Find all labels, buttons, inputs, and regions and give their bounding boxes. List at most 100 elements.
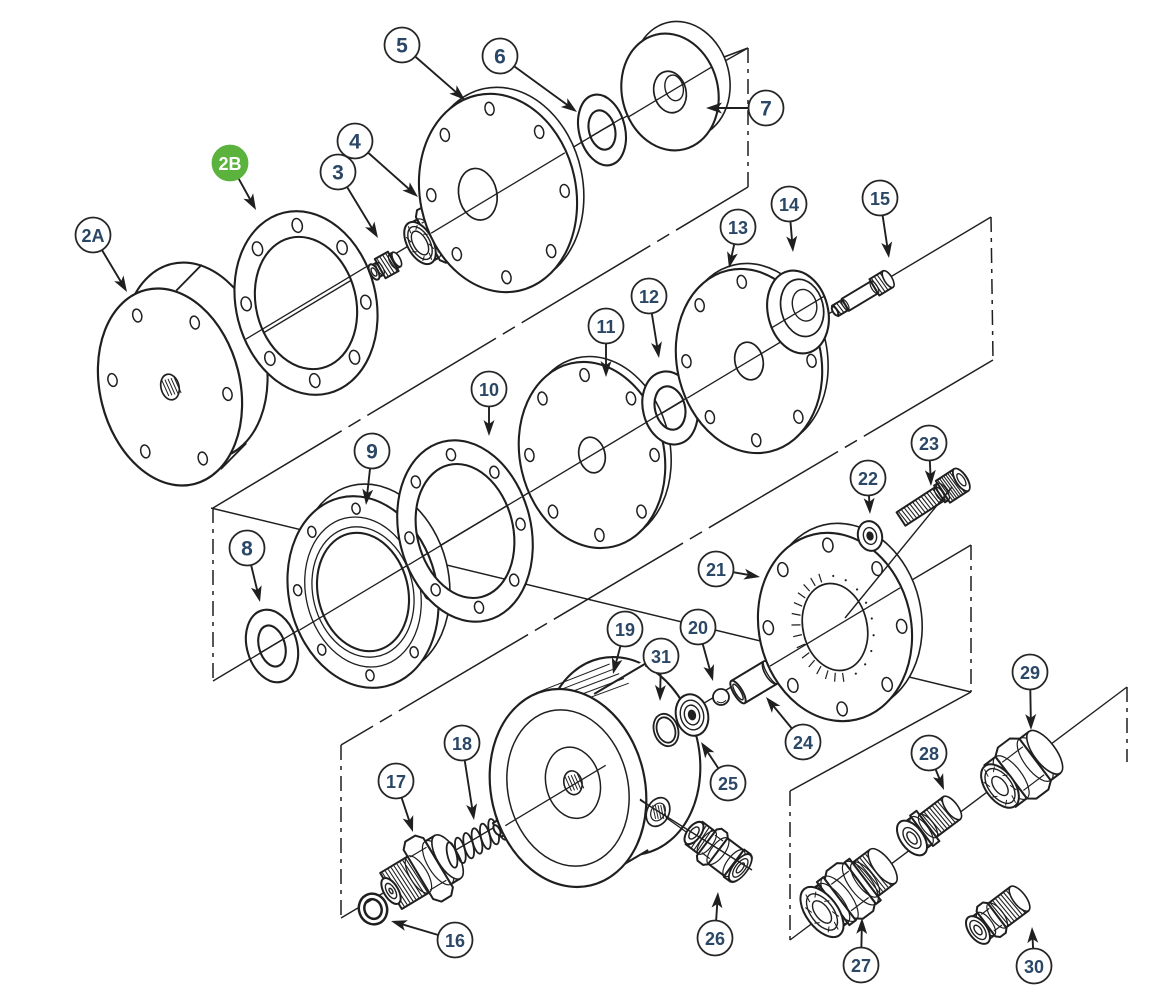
part-27-union-fitting [799, 847, 898, 939]
callout-balloon[interactable] [443, 724, 481, 762]
callout-14[interactable]: 14 [770, 185, 808, 253]
callout-arrowhead [654, 684, 666, 701]
callout-balloon[interactable] [770, 185, 808, 223]
callout-balloon[interactable] [630, 277, 668, 315]
callout-28[interactable]: 28 [910, 734, 948, 791]
callout-arrowhead [766, 697, 781, 713]
callout-15[interactable]: 15 [861, 179, 899, 259]
callout-2A[interactable]: 2A [74, 216, 128, 293]
callout-label: 6 [494, 46, 506, 69]
callout-arrowhead [924, 469, 936, 486]
callout-balloon[interactable] [228, 529, 266, 567]
callout-arrowhead [250, 585, 262, 602]
callout-balloon[interactable] [861, 179, 899, 217]
callout-29[interactable]: 29 [1011, 653, 1049, 731]
callout-31[interactable]: 31 [642, 637, 680, 702]
callout-arrowhead [856, 918, 868, 935]
part-8-seal-washer [244, 608, 300, 684]
callout-balloon[interactable] [377, 762, 415, 800]
callout-label: 24 [793, 733, 813, 753]
callout-label: 19 [615, 620, 635, 640]
callout-balloon[interactable] [606, 610, 644, 648]
callout-26[interactable]: 26 [696, 892, 734, 957]
callout-balloon[interactable] [910, 424, 948, 462]
callout-17[interactable]: 17 [377, 762, 415, 833]
callout-30[interactable]: 30 [1015, 927, 1053, 985]
callout-8[interactable]: 8 [228, 529, 266, 603]
callout-balloon[interactable] [709, 764, 747, 802]
panel-bottom-top-edge [340, 359, 994, 746]
callout-6[interactable]: 6 [481, 37, 578, 113]
callout-balloon[interactable] [470, 370, 508, 408]
callout-12[interactable]: 12 [630, 277, 668, 359]
axis-face-line [408, 496, 522, 566]
callout-balloon[interactable] [336, 122, 374, 160]
callout-arrowhead [449, 85, 465, 100]
callout-7[interactable]: 7 [706, 89, 785, 127]
callout-arrowhead [243, 193, 256, 210]
callout-balloon[interactable] [383, 26, 421, 64]
callout-balloon[interactable] [849, 459, 887, 497]
callout-balloon[interactable] [353, 432, 391, 470]
callout-balloon[interactable] [319, 153, 357, 191]
part-31-snap-ring [652, 712, 680, 748]
callout-leader-line [414, 55, 459, 95]
callout-arrowhead [114, 275, 127, 292]
callout-leader-line [934, 768, 942, 782]
callout-balloon[interactable] [719, 208, 757, 246]
callout-label: 25 [718, 774, 738, 794]
callout-13[interactable]: 13 [719, 208, 757, 269]
callout-balloon[interactable] [697, 550, 735, 588]
callout-balloon[interactable] [747, 89, 785, 127]
callout-leader-line [928, 460, 932, 477]
callout-leader-line [614, 645, 622, 665]
callout-balloon[interactable] [679, 608, 717, 646]
callout-21[interactable]: 21 [697, 550, 761, 588]
callout-19[interactable]: 19 [606, 610, 644, 675]
callout-3[interactable]: 3 [319, 153, 379, 239]
callout-22[interactable]: 22 [849, 459, 887, 515]
callout-20[interactable]: 20 [679, 608, 717, 682]
callout-23[interactable]: 23 [910, 424, 948, 487]
callout-balloon[interactable] [481, 37, 519, 75]
callout-label: 11 [596, 317, 615, 337]
callout-arrowhead [703, 664, 714, 681]
callout-balloon[interactable] [784, 723, 822, 761]
callout-arrowhead [365, 221, 378, 238]
callout-balloon[interactable] [696, 919, 734, 957]
callout-label: 5 [396, 35, 408, 58]
callout-9[interactable]: 9 [353, 432, 391, 506]
callout-arrowhead [932, 773, 944, 790]
callout-leader-line [701, 643, 712, 672]
callout-leader-line [715, 901, 719, 921]
callout-5[interactable]: 5 [383, 26, 466, 101]
callout-leader-line [733, 571, 751, 577]
callout-25[interactable]: 25 [701, 742, 747, 802]
callout-balloon[interactable] [436, 921, 474, 959]
callout-balloon[interactable] [842, 946, 880, 984]
callout-11[interactable]: 11 [587, 307, 625, 378]
callout-10[interactable]: 10 [470, 370, 508, 437]
callout-27[interactable]: 27 [842, 918, 880, 984]
callout-balloon[interactable] [1011, 653, 1049, 691]
callout-label: 9 [366, 441, 378, 464]
callout-16[interactable]: 16 [391, 920, 474, 959]
callout-24[interactable]: 24 [766, 697, 822, 761]
callout-balloon[interactable] [587, 307, 625, 345]
callout-label: 28 [919, 744, 939, 764]
callout-leader-line [101, 249, 123, 284]
callout-balloon-highlighted[interactable] [211, 144, 249, 182]
callout-balloon[interactable] [1015, 947, 1053, 985]
callout-balloon[interactable] [74, 216, 112, 254]
callout-balloon[interactable] [910, 734, 948, 772]
callout-18[interactable]: 18 [443, 724, 481, 821]
callout-4[interactable]: 4 [336, 122, 419, 198]
part-29-cap-nut [980, 729, 1064, 809]
callout-arrowhead [483, 420, 495, 436]
callout-2B[interactable]: 2B [211, 144, 257, 211]
callout-label: 21 [706, 560, 726, 580]
callout-balloon[interactable] [642, 637, 680, 675]
part-20-check-ball [712, 688, 730, 706]
